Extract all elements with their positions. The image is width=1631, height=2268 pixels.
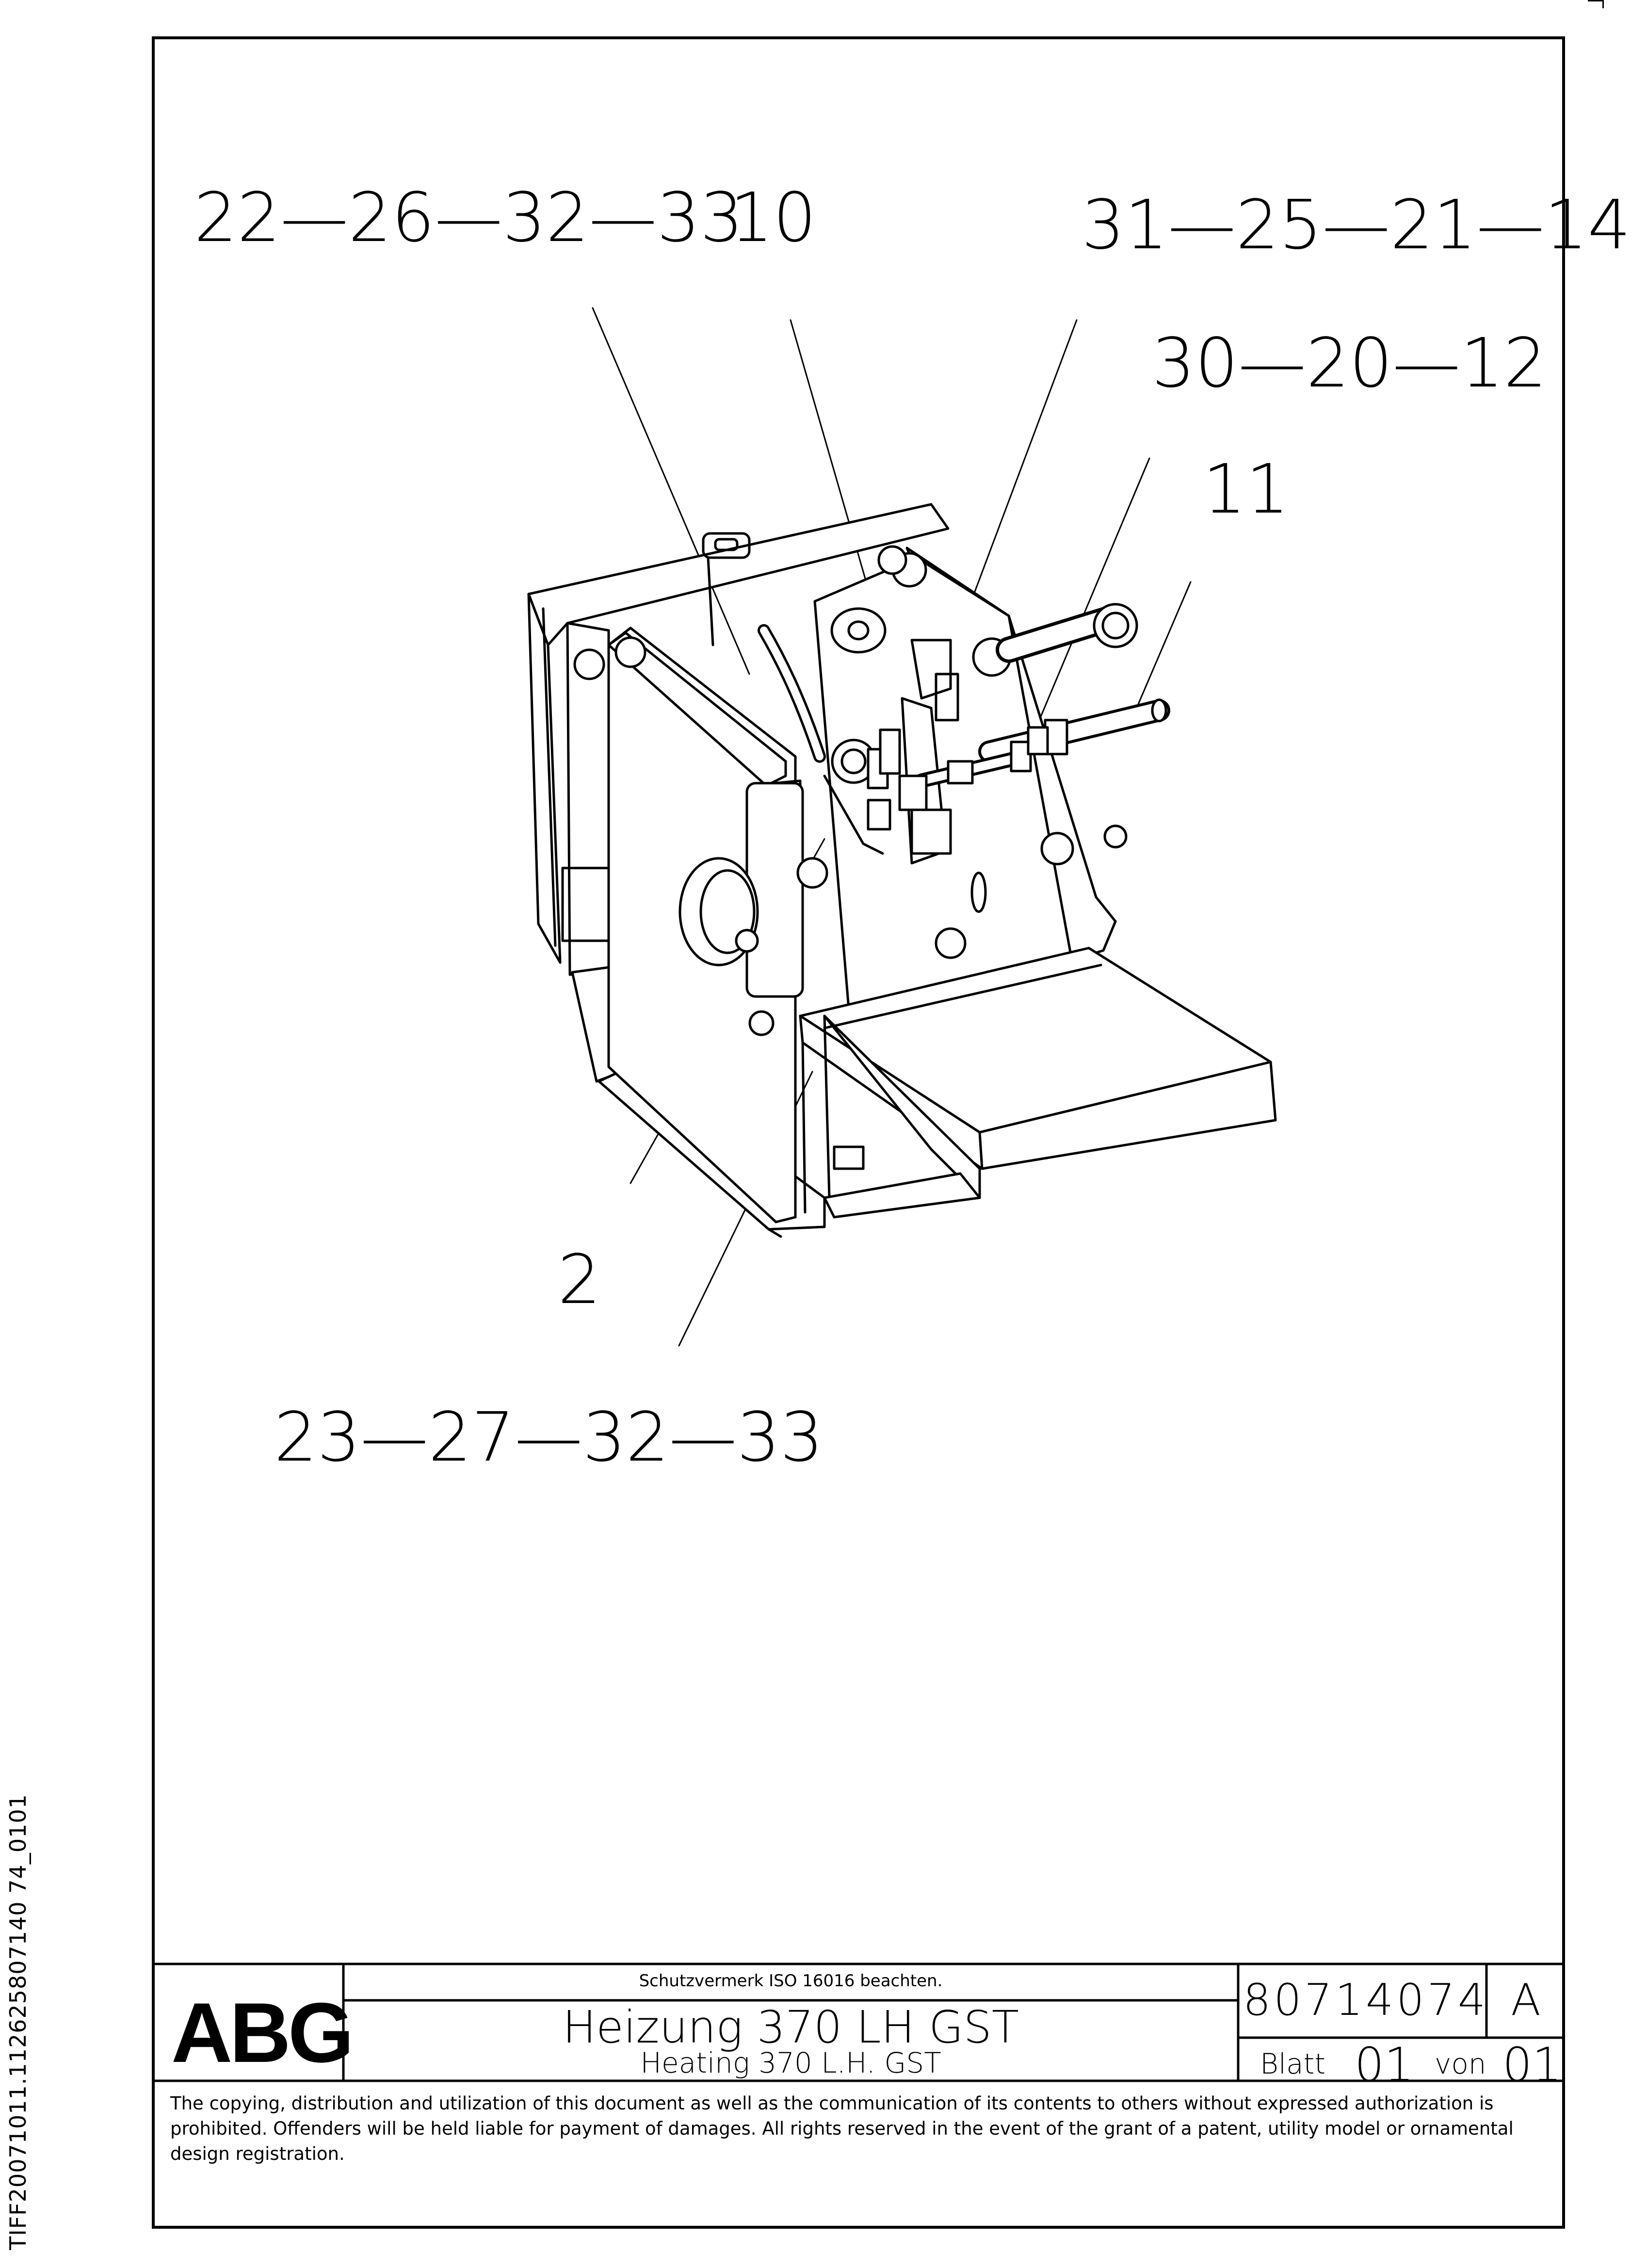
title-german: Heizung 370 LH GST (562, 2001, 1019, 2053)
protection-notice: Schutzvermerk ISO 16016 beachten. (639, 1971, 943, 1991)
sheet-label: Blatt (1260, 2047, 1326, 2080)
callout-2: 2 (558, 1240, 601, 1319)
of-label: von (1435, 2047, 1486, 2080)
step-tray (799, 947, 1277, 1219)
title-block: ABG Schutzvermerk ISO 16016 beachten. He… (152, 1962, 1565, 2229)
revision: A (1511, 1975, 1541, 2026)
title-english: Heating 370 L.H. GST (640, 2046, 941, 2079)
callout-23-27-32-33: 23—27—32—33 (274, 1398, 824, 1477)
callout-11: 11 (1203, 450, 1290, 529)
copyright-notice: The copying, distribution and utilizatio… (170, 2093, 1514, 2164)
sheet-total: 01 (1502, 2038, 1562, 2092)
corner-mark (1588, 0, 1604, 8)
front-side-plate (573, 627, 828, 1223)
through-bolt (996, 603, 1138, 663)
drawing-frame (152, 36, 1565, 2229)
document-number: 80714074 (1243, 1975, 1489, 2026)
callout-30-20-12: 30—20—12 (1152, 324, 1547, 403)
callout-22-26-32-33: 22—26—32—33 (194, 178, 743, 257)
sheet-number: 01 (1355, 2038, 1414, 2092)
callout-31-25-21-14: 31—25—21—14 (1082, 186, 1631, 265)
callout-10: 10 (730, 178, 817, 257)
heater-pipe (758, 624, 1170, 855)
abg-logo: ABG (171, 1986, 354, 2080)
